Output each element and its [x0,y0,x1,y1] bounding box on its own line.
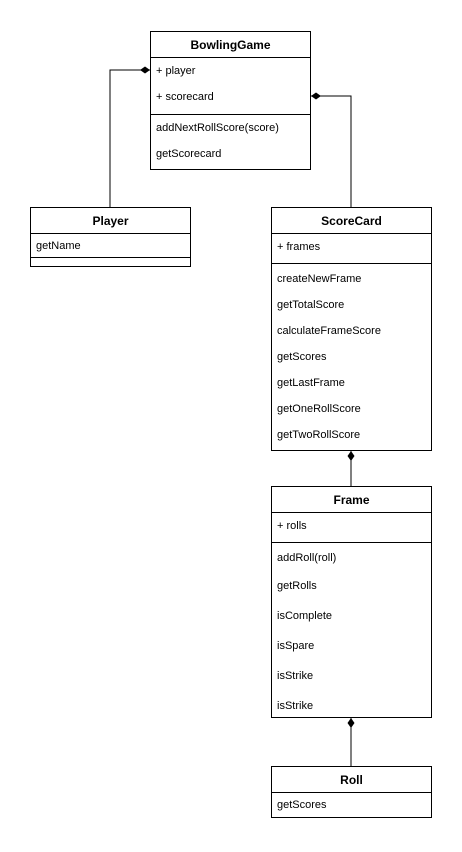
attribute-getname: getName [36,240,81,252]
attribute-player: + player [156,65,196,77]
attribute-rolls: + rolls [277,520,307,532]
operation-getlastframe: getLastFrame [277,377,345,389]
operation-addnextrollscore: addNextRollScore(score) [156,122,279,134]
class-name: ScoreCard [272,208,431,234]
operation-getscorecard: getScorecard [156,148,222,160]
operation-getonerollscore: getOneRollScore [277,403,361,415]
attributes-section: getName [31,234,190,258]
operation-iscomplete: isComplete [277,610,333,622]
composition-diamond-bowlinggame-player [140,66,150,74]
operations-section: getScores [272,793,431,817]
attribute-frames: + frames [277,241,321,253]
composition-edge-bowlinggame-scorecard [311,95,352,207]
operations-section [31,258,190,266]
operation-getscores: getScores [277,799,327,811]
class-name: Frame [272,487,431,513]
operation-calculateframescore: calculateFrameScore [277,325,381,337]
attributes-section: + player + scorecard [151,58,310,115]
class-player[interactable]: Player getName [30,207,191,267]
operations-section: addRoll(roll) getRolls isComplete isSpar… [272,543,431,721]
operation-isspare: isSpare [277,640,315,652]
class-name: BowlingGame [151,32,310,58]
class-roll[interactable]: Roll getScores [271,766,432,818]
operation-createnewframe: createNewFrame [277,273,362,285]
composition-edge-bowlinggame-player [109,69,150,207]
attribute-scorecard: + scorecard [156,91,214,103]
class-frame[interactable]: Frame + rolls addRoll(roll) getRolls isC… [271,486,432,718]
class-scorecard[interactable]: ScoreCard + frames createNewFrame getTot… [271,207,432,451]
operations-section: createNewFrame getTotalScore calculateFr… [272,264,431,448]
operation-getrolls: getRolls [277,580,317,592]
operation-gettotalscore: getTotalScore [277,299,345,311]
operation-isstrike: isStrike [277,700,314,712]
operation-getscores: getScores [277,351,327,363]
class-name: Player [31,208,190,234]
attributes-section: + frames [272,234,431,264]
composition-diamond-scorecard-frame [347,451,355,461]
class-bowlinggame[interactable]: BowlingGame + player + scorecard addNext… [150,31,311,170]
operation-gettworollscore: getTwoRollScore [277,429,361,441]
composition-diamond-bowlinggame-scorecard [311,92,321,100]
operation-addroll: addRoll(roll) [277,552,337,564]
operation-isstrike: isStrike [277,670,314,682]
operations-section: addNextRollScore(score) getScorecard [151,115,310,167]
attributes-section: + rolls [272,513,431,543]
class-name: Roll [272,767,431,793]
